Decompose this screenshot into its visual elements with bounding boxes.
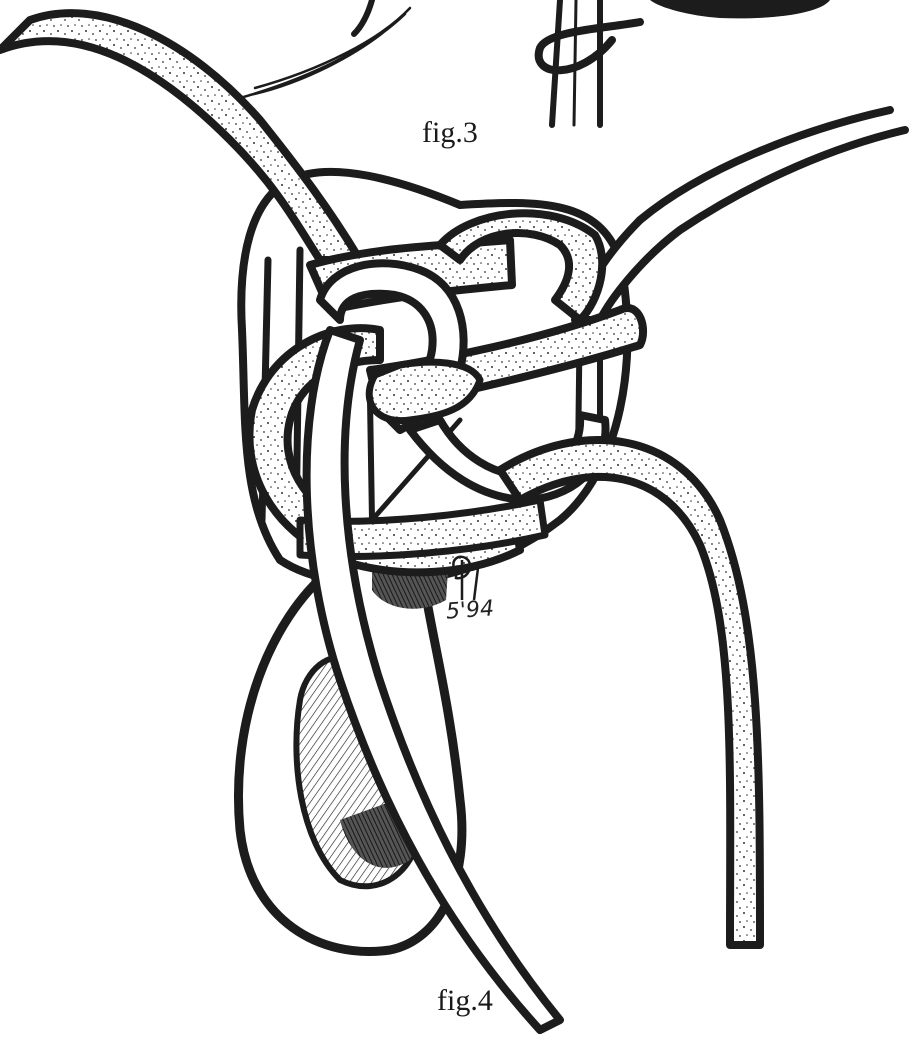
fig4-knot xyxy=(0,13,905,1030)
fig3-cord-mid-strand xyxy=(574,0,576,125)
fig3-cord-tip xyxy=(354,0,372,34)
right-plain-cord xyxy=(575,110,905,320)
artist-date: 5'94 xyxy=(445,596,495,624)
fig3-dark-shape xyxy=(650,0,830,18)
knot-inner-bar-3 xyxy=(370,400,372,520)
fig3-fragments xyxy=(240,0,830,125)
fig3-frayed-end xyxy=(240,8,410,98)
fig3-caption: fig.3 xyxy=(422,118,478,148)
left-stippled-cord xyxy=(0,13,360,260)
fig3-cord-left-strand xyxy=(552,0,560,125)
fig4-caption: fig.4 xyxy=(437,986,493,1016)
